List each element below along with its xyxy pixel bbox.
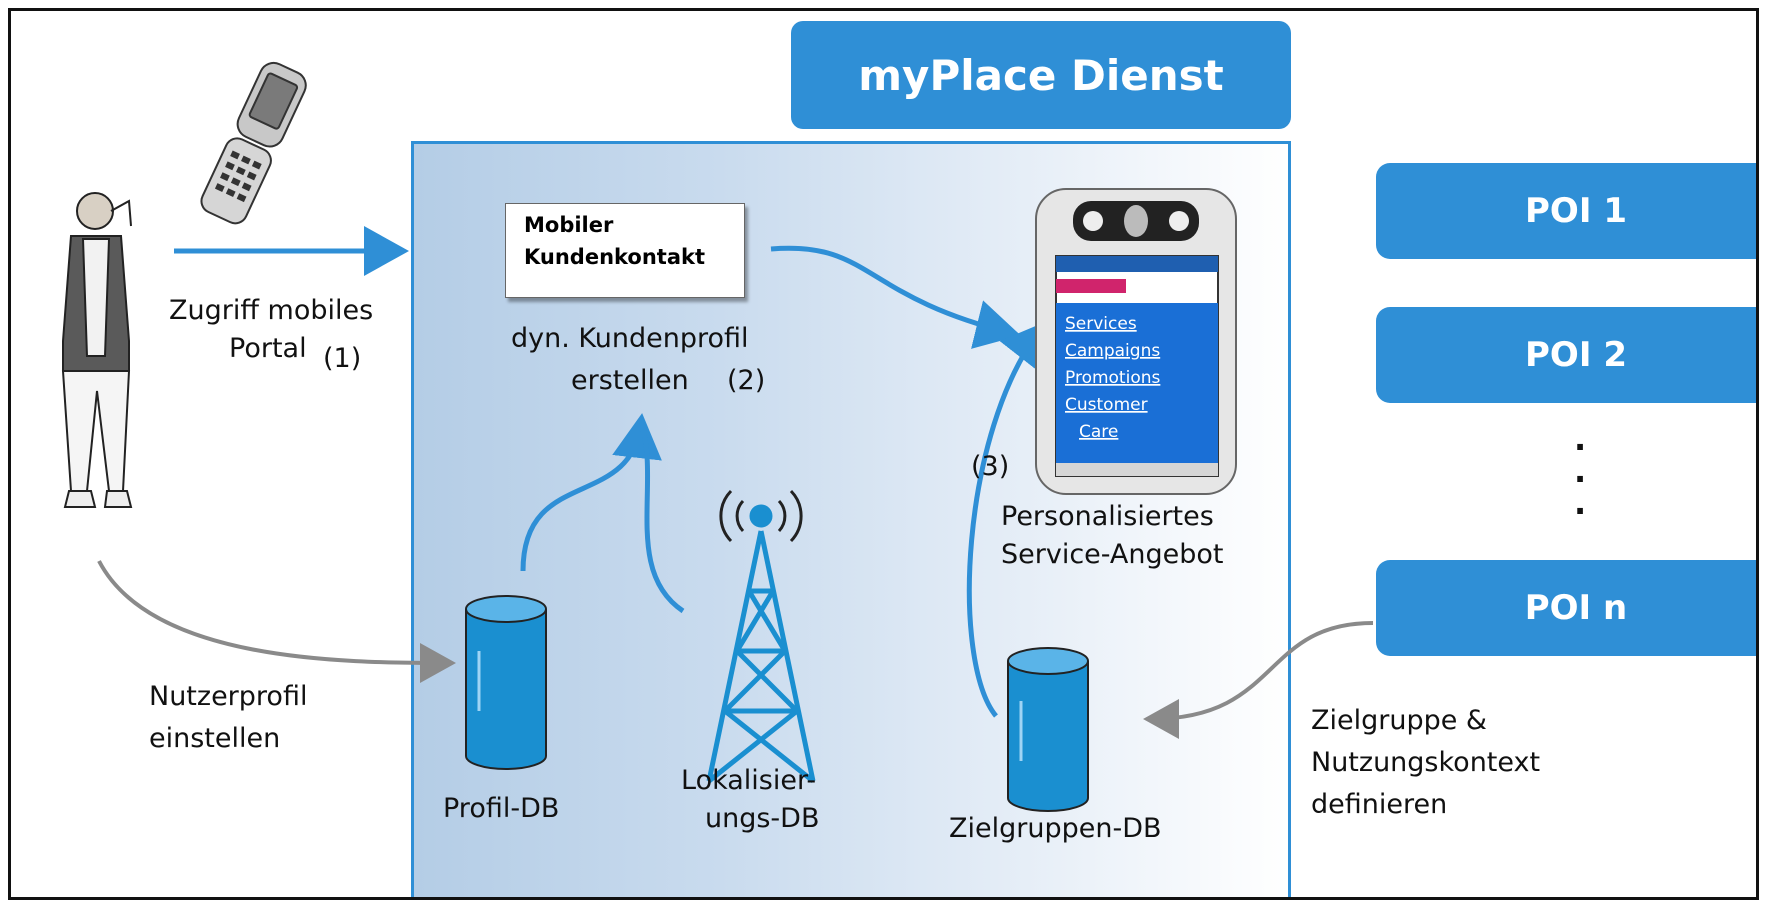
cell-tower-icon [706, 489, 816, 783]
offer-label-line1: Personalisiertes [1001, 501, 1214, 532]
target-definition-arrow [1143, 621, 1374, 739]
diagram-title: myPlace Dienst [791, 21, 1291, 129]
poi-n-box: POI n [1376, 560, 1756, 656]
offer-step-label: (3) [971, 451, 1010, 482]
profile-label-line1: dyn. Kundenprofil [511, 323, 749, 354]
access-label-line1: Zugriff mobiles [169, 295, 374, 326]
ellipsis-dots: ··· [1574, 428, 1587, 530]
profile-label-line2: erstellen [571, 365, 689, 396]
person-icon [61, 192, 133, 508]
phone-menu-item: Promotions [1065, 368, 1160, 388]
mobile-contact-note: Mobiler Kundenkontakt [505, 203, 745, 298]
offer-label-line2: Service-Angebot [1001, 539, 1224, 570]
diagram-graphics: Services Campaigns Promotions Customer C… [61, 61, 1374, 812]
target-label-line2: Nutzungskontext [1311, 747, 1541, 778]
note-line-1: Mobiler [524, 213, 614, 237]
phone-menu: Services Campaigns Promotions Customer C… [1065, 314, 1160, 442]
user-profile-label-line1: Nutzerprofil [149, 681, 308, 712]
target-db-label: Zielgruppen-DB [949, 813, 1162, 844]
flip-phone-icon [200, 61, 307, 225]
user-profile-arrow [97, 560, 456, 683]
locdb-to-profile-arrow [638, 422, 685, 614]
profile-step-label: (2) [727, 365, 766, 396]
profile-db-database-icon [465, 595, 547, 770]
user-profile-label-line2: einstellen [149, 723, 281, 754]
phone-menu-item: Campaigns [1065, 341, 1160, 361]
poi-2-box: POI 2 [1376, 307, 1756, 403]
target-label-line3: definieren [1311, 789, 1448, 820]
pda-phone-icon [1035, 188, 1237, 495]
diagram-frame: myPlace Dienst POI 1 POI 2 ··· POI n [8, 8, 1759, 900]
target-label-line1: Zielgruppe & [1311, 705, 1487, 736]
loc-db-label-line2: ungs-DB [705, 803, 820, 834]
phone-menu-item: Care [1079, 422, 1118, 442]
phone-menu-item: Services [1065, 314, 1137, 334]
access-label-line2: Portal [229, 333, 307, 364]
profiledb-to-profile-arrow [520, 413, 662, 572]
targetdb-to-offer-arrow [966, 321, 1048, 718]
profile-to-offer-arrow [770, 245, 1021, 349]
profile-db-label: Profil-DB [443, 793, 560, 824]
note-line-2: Kundenkontakt [524, 244, 706, 269]
loc-db-label-line1: Lokalisier- [681, 765, 817, 796]
access-step-label: (1) [323, 343, 362, 374]
target-db-database-icon [1007, 647, 1089, 812]
poi-1-box: POI 1 [1376, 163, 1756, 259]
phone-menu-item: Customer [1065, 395, 1148, 415]
